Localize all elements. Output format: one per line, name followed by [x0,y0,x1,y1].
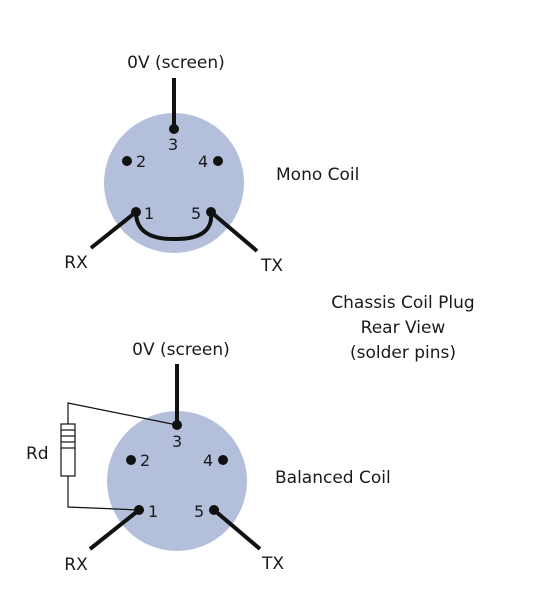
mono-pin-4 [213,156,223,166]
caption-line-2: Rear View [361,318,446,338]
balanced-pin-1 [134,505,144,515]
balanced-pin-2 [126,455,136,465]
mono-pin-label-2: 2 [136,152,146,171]
mono-pin-label-1: 1 [144,204,154,223]
mono-coil-connector: 3 2 4 1 5 0V (screen) RX TX Mono Coil [64,53,359,276]
balanced-rx-wire [88,508,141,551]
resistor-rd [60,423,76,477]
resistor-bottom-wire [67,476,140,511]
mono-pin-3 [169,124,179,134]
balanced-pin-label-3: 3 [172,432,182,451]
mono-rx-wire [89,210,138,250]
balanced-rx-label: RX [64,555,88,575]
mono-plug-body [104,113,244,253]
balanced-tx-wire [212,508,262,551]
mono-pin-5 [206,207,216,217]
resistor-top-wire [67,402,178,426]
balanced-pin-4 [218,455,228,465]
mono-pin-label-3: 3 [168,135,178,154]
balanced-tx-label: TX [261,554,284,574]
caption-line-3: (solder pins) [350,343,456,363]
balanced-plug-body [107,411,247,551]
balanced-pin-label-5: 5 [194,502,204,521]
balanced-screen-label: 0V (screen) [132,340,230,360]
mono-coil-name: Mono Coil [276,165,359,185]
balanced-pin-label-4: 4 [203,451,213,470]
mono-screen-label: 0V (screen) [127,53,225,73]
resistor-label: Rd [26,444,49,464]
mono-tx-label: TX [260,256,283,276]
mono-rx-label: RX [64,253,88,273]
mono-pin-label-5: 5 [191,204,201,223]
balanced-pin-5 [209,505,219,515]
balanced-pin-label-1: 1 [148,502,158,521]
mono-link-wire [134,211,214,242]
caption-line-1: Chassis Coil Plug [331,293,474,313]
mono-pin-2 [122,156,132,166]
mono-pin-1 [131,207,141,217]
balanced-pin-label-2: 2 [140,451,150,470]
mono-tx-wire [209,210,259,253]
plug-view-caption: Chassis Coil Plug Rear View (solder pins… [331,293,474,363]
balanced-coil-name: Balanced Coil [275,468,391,488]
balanced-coil-connector: 3 2 4 1 5 0V (screen) Rd RX TX Balanced … [26,340,391,575]
balanced-pin-3 [172,420,182,430]
mono-pin-label-4: 4 [198,152,208,171]
